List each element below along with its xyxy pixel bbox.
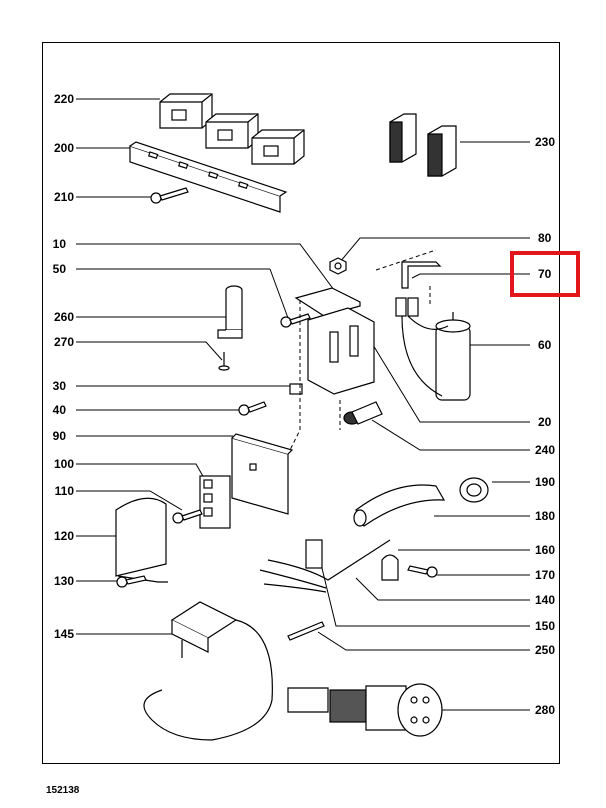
capacitor-60 [435, 312, 471, 401]
pin-270 [218, 352, 230, 371]
leader-70 [411, 273, 530, 279]
cable-gland-190 [459, 477, 489, 503]
label-100: 100 [53, 457, 74, 471]
screw-40 [238, 401, 267, 416]
label-20: 20 [538, 415, 552, 429]
nut-80 [329, 257, 347, 275]
terminal-block-100 [199, 475, 231, 529]
bracket-assembly-10 [294, 287, 375, 395]
label-145: 145 [53, 627, 74, 641]
label-160: 160 [535, 543, 556, 557]
indicator-lamp-240 [343, 401, 383, 425]
label-250: 250 [535, 643, 556, 657]
label-130: 130 [53, 574, 74, 588]
label-140: 140 [535, 593, 556, 607]
label-10: 10 [52, 237, 66, 251]
bracket-70 [395, 261, 449, 397]
label-280: 280 [535, 703, 556, 717]
label-260: 260 [53, 310, 74, 324]
leader-140 [355, 577, 530, 601]
clip-30 [289, 383, 303, 395]
terminal-150 [305, 539, 323, 569]
leader-80 [339, 237, 530, 263]
bracket-260 [217, 285, 243, 339]
cable-sleeve-180 [353, 484, 446, 527]
label-180: 180 [535, 509, 556, 523]
label-170: 170 [535, 568, 556, 582]
leader-20 [369, 339, 530, 423]
diagram-frame [42, 42, 560, 764]
label-90: 90 [52, 429, 66, 443]
label-40: 40 [52, 403, 66, 417]
mains-plug-145 [143, 601, 273, 741]
label-210: 210 [53, 190, 74, 204]
label-150: 150 [535, 619, 556, 633]
strain-relief-160 [381, 554, 399, 581]
label-110: 110 [54, 484, 74, 498]
label-200: 200 [53, 141, 74, 155]
leader-10 [76, 243, 335, 291]
label-120: 120 [53, 529, 74, 543]
label-70: 70 [538, 267, 552, 281]
leader-240 [371, 419, 530, 451]
screw-170 [407, 565, 438, 578]
cover-120 [115, 497, 168, 583]
leader-150 [319, 559, 530, 627]
document-number: 152138 [46, 785, 80, 796]
label-220: 220 [53, 92, 74, 106]
label-60: 60 [538, 338, 552, 352]
screw-110 [172, 509, 203, 524]
leader-100 [76, 463, 205, 479]
screw-50 [280, 313, 311, 328]
mains-cable-140 [259, 539, 391, 593]
label-240: 240 [535, 443, 556, 457]
label-270: 270 [53, 335, 74, 349]
label-50: 50 [52, 262, 66, 276]
highlight-box-part-70 [510, 251, 580, 297]
mounting-plate-90 [231, 433, 294, 515]
ce-connector-280 [287, 683, 443, 737]
screw-210 [150, 187, 189, 204]
label-80: 80 [538, 231, 552, 245]
screw-130 [116, 575, 147, 588]
relay-block-220 [159, 93, 305, 165]
leader-110 [76, 490, 183, 511]
brush-pair-230 [389, 113, 457, 177]
label-230: 230 [535, 135, 556, 149]
fuse-250 [287, 621, 325, 641]
label-30: 30 [52, 379, 66, 393]
leader-270 [76, 341, 223, 361]
label-190: 190 [535, 475, 556, 489]
leader-250 [317, 631, 530, 651]
din-rail-200 [129, 141, 288, 213]
